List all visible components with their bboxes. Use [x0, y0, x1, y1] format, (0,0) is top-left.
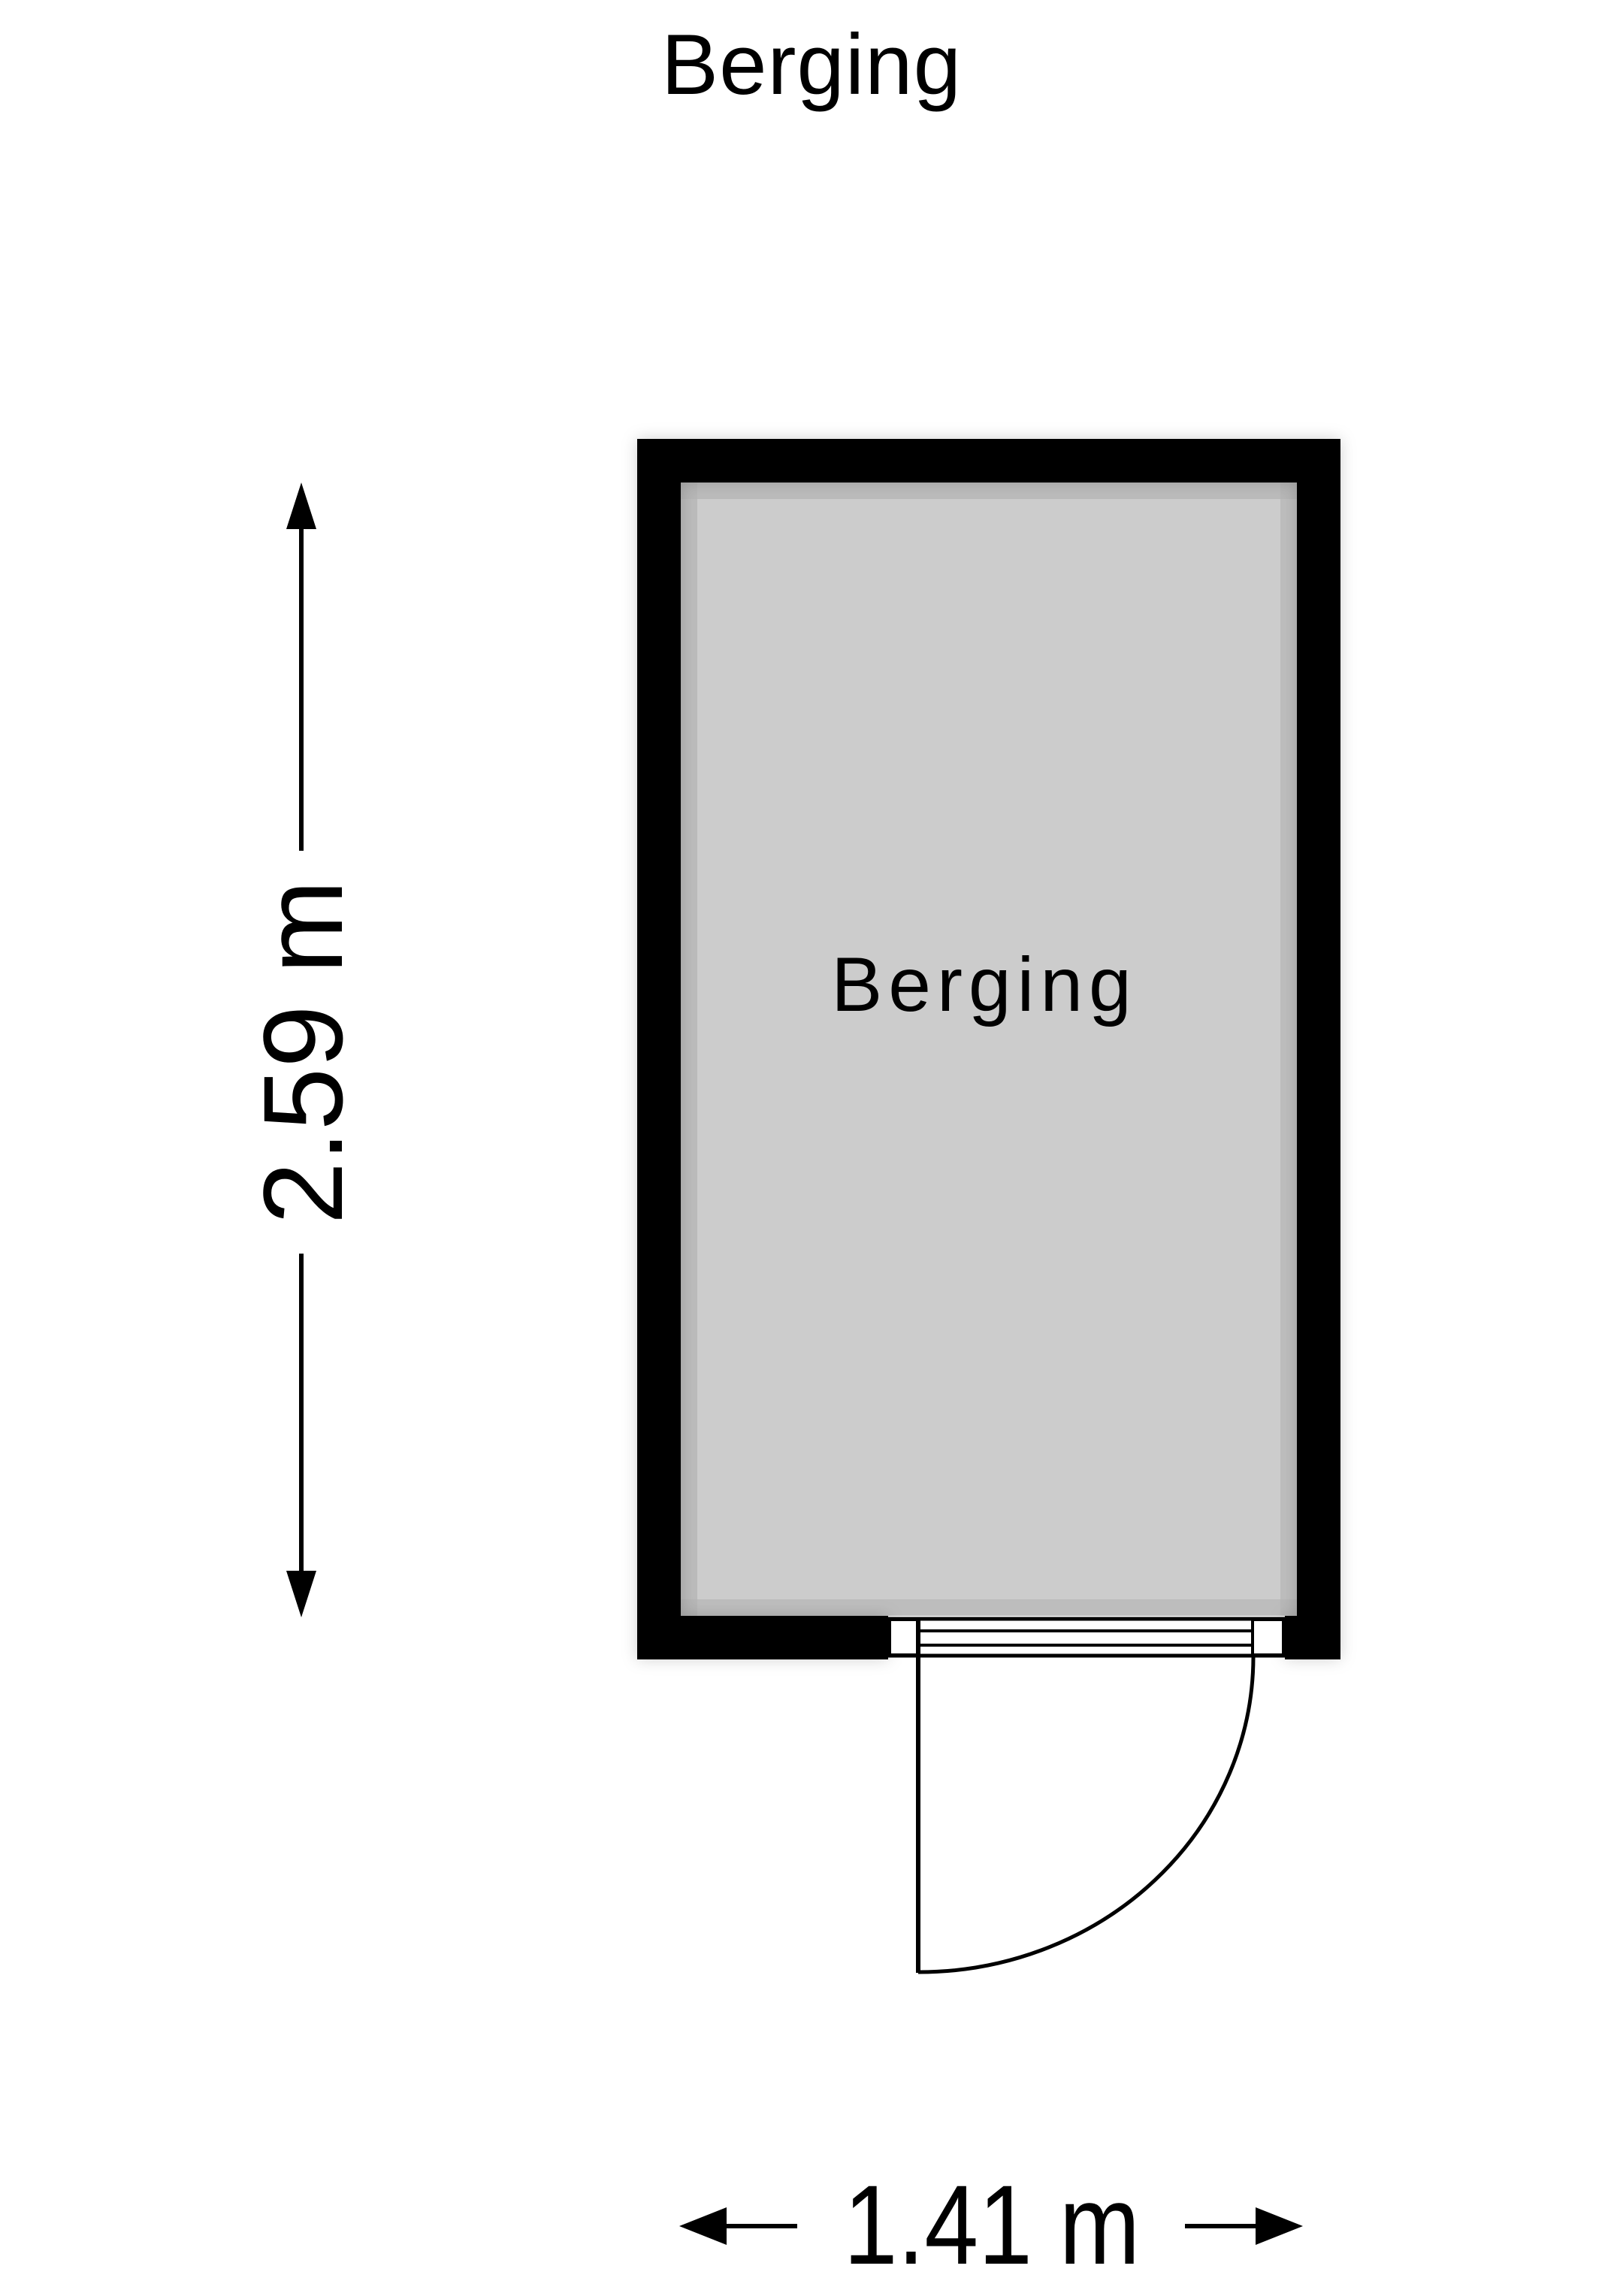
- dimension-vertical: [286, 482, 316, 1617]
- room-berging: [681, 482, 1297, 1616]
- height-dimension-label: 2.59 m: [240, 879, 366, 1225]
- wall-right: [1297, 439, 1340, 1659]
- dimension-horizontal: [679, 2207, 1303, 2245]
- arrow-right-icon: [1256, 2207, 1303, 2245]
- wall-bottom-left: [637, 1616, 888, 1659]
- room-floor: [681, 482, 1297, 1616]
- width-dimension-label: 1.41 m: [843, 2161, 1141, 2288]
- floor-title: Berging: [661, 17, 962, 113]
- arrow-down-icon: [286, 1571, 316, 1617]
- door-swing-icon: [888, 1617, 1285, 1974]
- wall-top: [637, 439, 1340, 482]
- walls: [637, 439, 1340, 1659]
- wall-bottom-right: [1285, 1616, 1340, 1659]
- wall-left: [637, 439, 681, 1659]
- room-label: Berging: [831, 942, 1138, 1027]
- arrow-up-icon: [286, 482, 316, 529]
- arrow-left-icon: [679, 2207, 727, 2245]
